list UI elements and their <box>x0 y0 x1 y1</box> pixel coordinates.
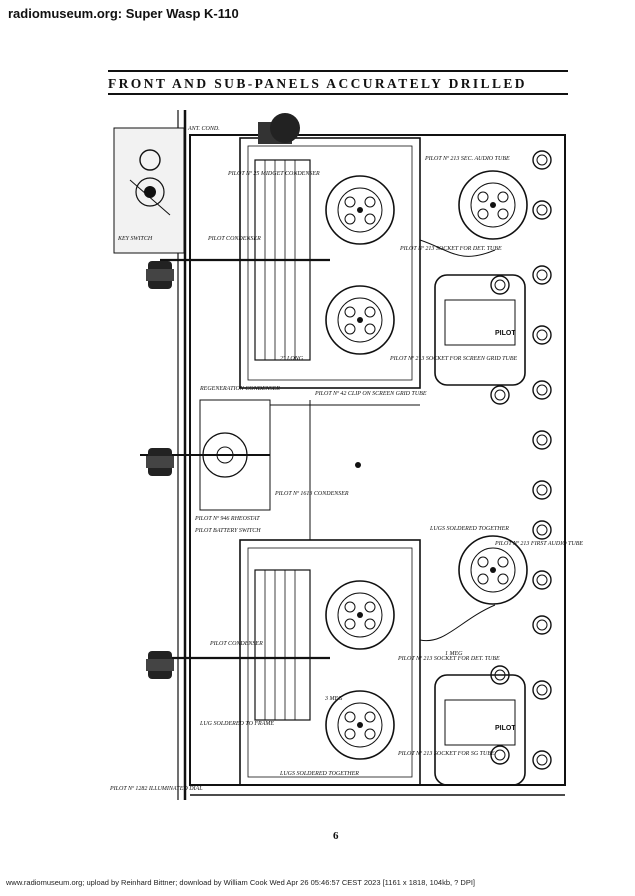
label-socket-det-2: PILOT Nº 213 SOCKET FOR DET. TUBE <box>397 656 500 662</box>
label-pilot-946: PILOT Nº 946 RHEOSTAT <box>194 515 260 522</box>
label-dial: PILOT Nº 1282 ILLUMINATED DIAL <box>109 786 203 792</box>
label-socket-det: PILOT Nº 213 SOCKET FOR DET. TUBE <box>399 246 502 252</box>
label-key-switch: KEY SWITCH <box>117 236 153 242</box>
label-pilot-25: PILOT Nº 25 MIDGET CONDENSER <box>227 171 320 177</box>
label-antenna: ANT. COND. <box>187 126 220 132</box>
heading-rule-bottom <box>108 93 568 95</box>
label-regen: REGENERATION CONDENSER <box>199 386 280 392</box>
site-title: radiomuseum.org: Super Wasp K-110 <box>8 6 239 21</box>
label-meg-2: 1 MEG <box>445 651 463 657</box>
page-heading: FRONT AND SUB-PANELS ACCURATELY DRILLED <box>108 76 527 91</box>
label-battery-switch: PILOT BATTERY SWITCH <box>194 528 261 534</box>
label-lugs-bottom: LUGS SOLDERED TOGETHER <box>279 771 359 777</box>
label-meg-1: 3 MEG <box>324 696 343 702</box>
heading-rule-top <box>108 70 568 72</box>
wiring-diagram: KEY SWITCH PILOT PILOT <box>109 110 583 800</box>
label-first-audio: PILOT Nº 213 FIRST AUDIO TUBE <box>494 541 583 547</box>
footer-credit: www.radiomuseum.org; upload by Reinhard … <box>6 878 476 887</box>
label-pilot-brand-2: PILOT <box>495 725 516 732</box>
label-pilot-213: PILOT Nº 213 SEC. AUDIO TUBE <box>424 156 510 162</box>
label-pilot-condenser-2: PILOT CONDENSER <box>209 641 263 647</box>
label-long: 2" LONG <box>280 356 304 362</box>
label-socket-screen: PILOT Nº 213 SOCKET FOR SCREEN GRID TUBE <box>389 356 517 362</box>
label-lugs-frame: LUG SOLDERED TO FRAME <box>199 721 274 727</box>
label-socket-sg-2: PILOT Nº 213 SOCKET FOR SG TUBE <box>397 751 495 757</box>
label-pilot-condenser-1: PILOT CONDENSER <box>207 236 261 242</box>
label-lugs-toggle: LUGS SOLDERED TOGETHER <box>429 526 509 532</box>
page-number: 6 <box>333 830 339 842</box>
label-pilot-brand-1: PILOT <box>495 330 516 337</box>
label-clip: PILOT Nº 42 CLIP ON SCREEN GRID TUBE <box>314 390 427 397</box>
label-pilot-1613: PILOT Nº 1613 CONDENSER <box>274 491 349 497</box>
